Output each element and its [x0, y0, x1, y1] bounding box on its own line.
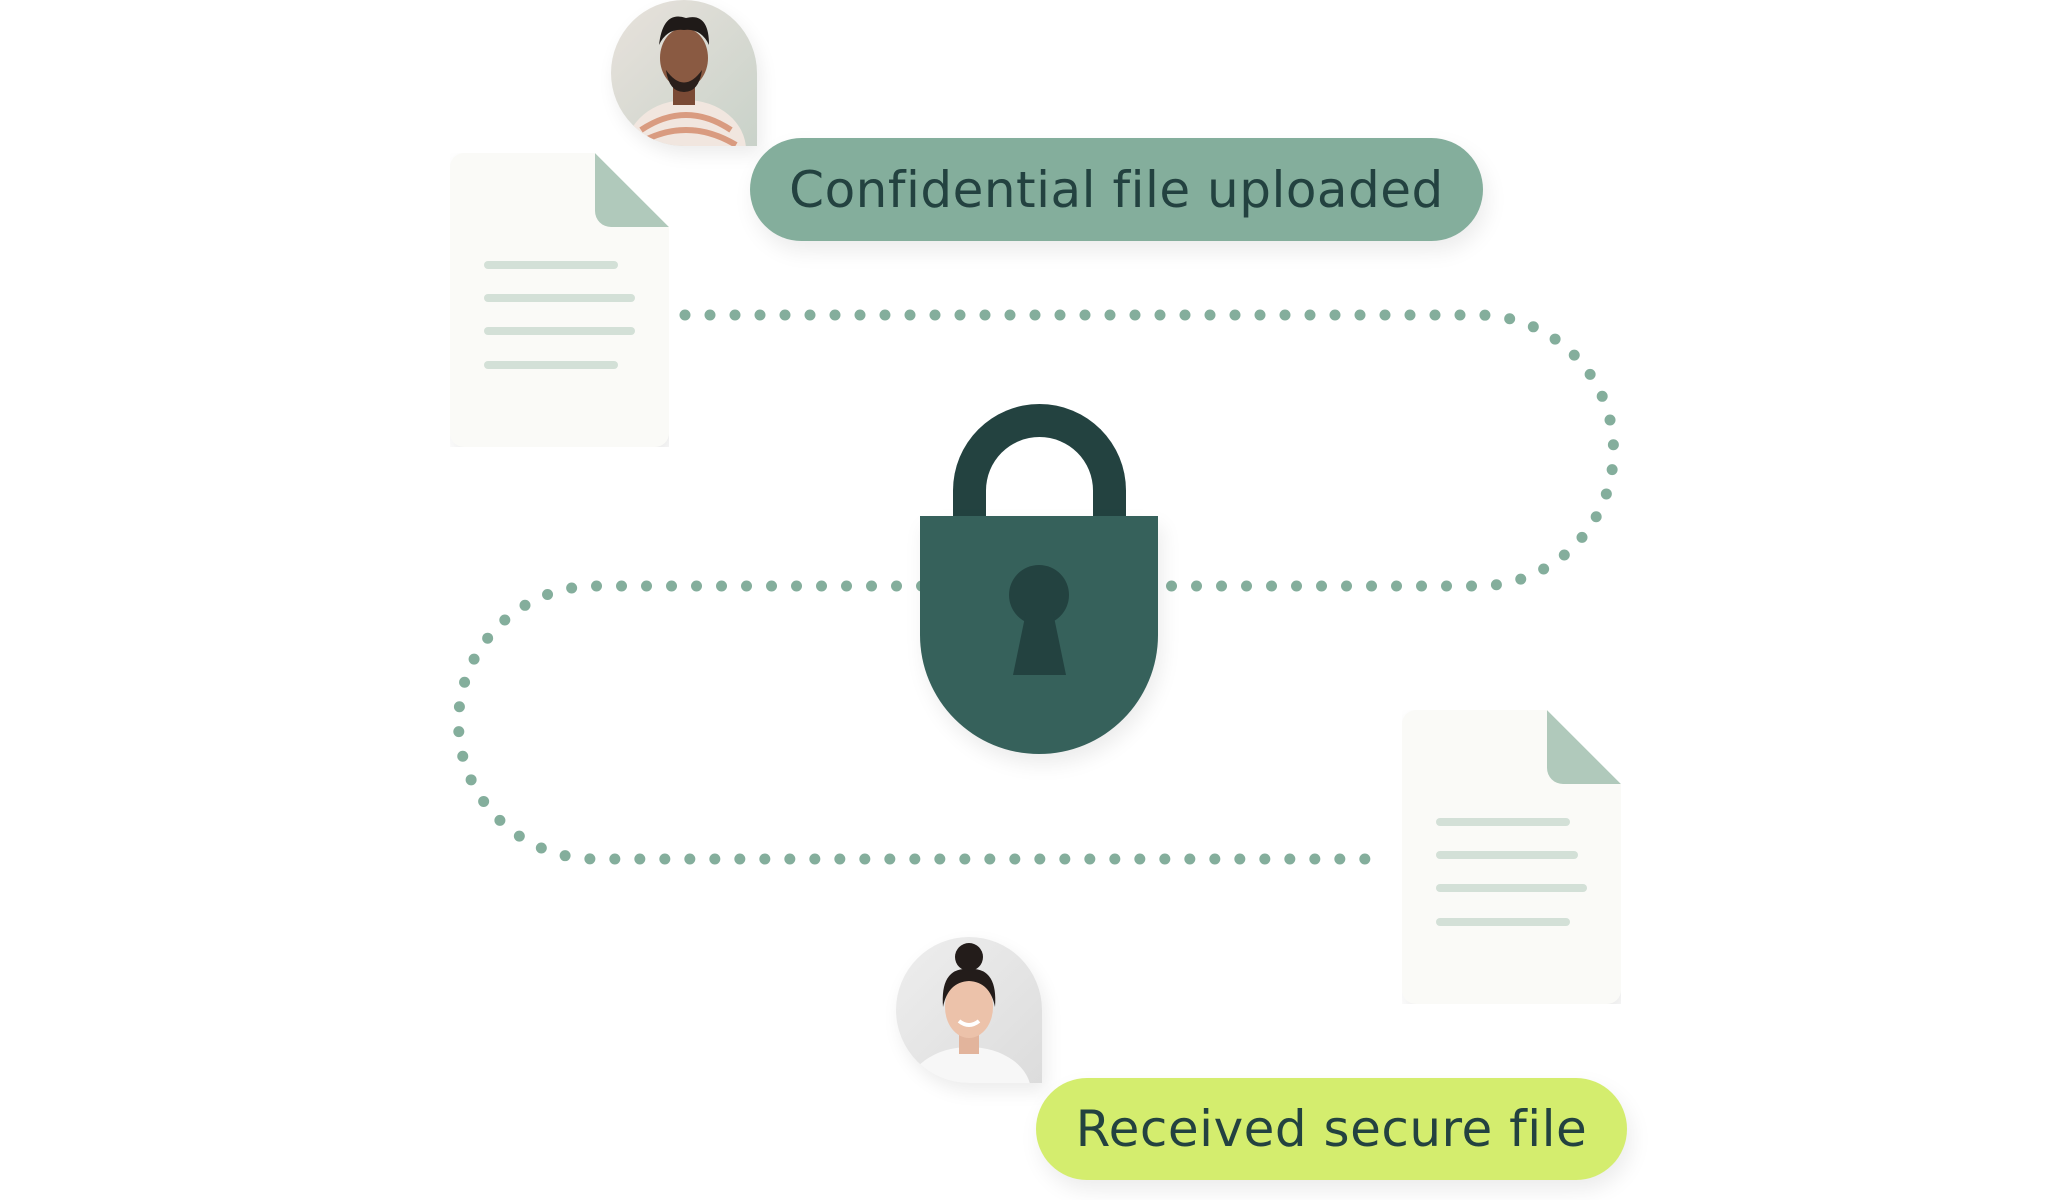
document-line	[484, 361, 618, 369]
document-line	[484, 327, 635, 335]
person-icon	[908, 943, 1030, 1083]
document-line	[484, 294, 635, 302]
document-line	[1436, 818, 1570, 826]
person-icon	[626, 16, 746, 146]
padlock-icon	[920, 404, 1158, 754]
padlock-body	[920, 516, 1158, 754]
received-status-label: Received secure file	[1075, 1100, 1588, 1158]
document-line	[1436, 851, 1578, 859]
sender-avatar	[611, 0, 757, 146]
document-line	[1436, 918, 1570, 926]
document-line	[1436, 884, 1587, 892]
uploaded-status-label: Confidential file uploaded	[789, 160, 1444, 219]
receiver-avatar	[896, 937, 1042, 1083]
uploaded-status-pill: Confidential file uploaded	[750, 138, 1483, 241]
document-icon	[1402, 710, 1621, 1004]
document-line	[484, 261, 618, 269]
received-status-pill: Received secure file	[1036, 1078, 1627, 1180]
keyhole-slot	[1013, 611, 1066, 675]
document-icon	[450, 153, 669, 447]
